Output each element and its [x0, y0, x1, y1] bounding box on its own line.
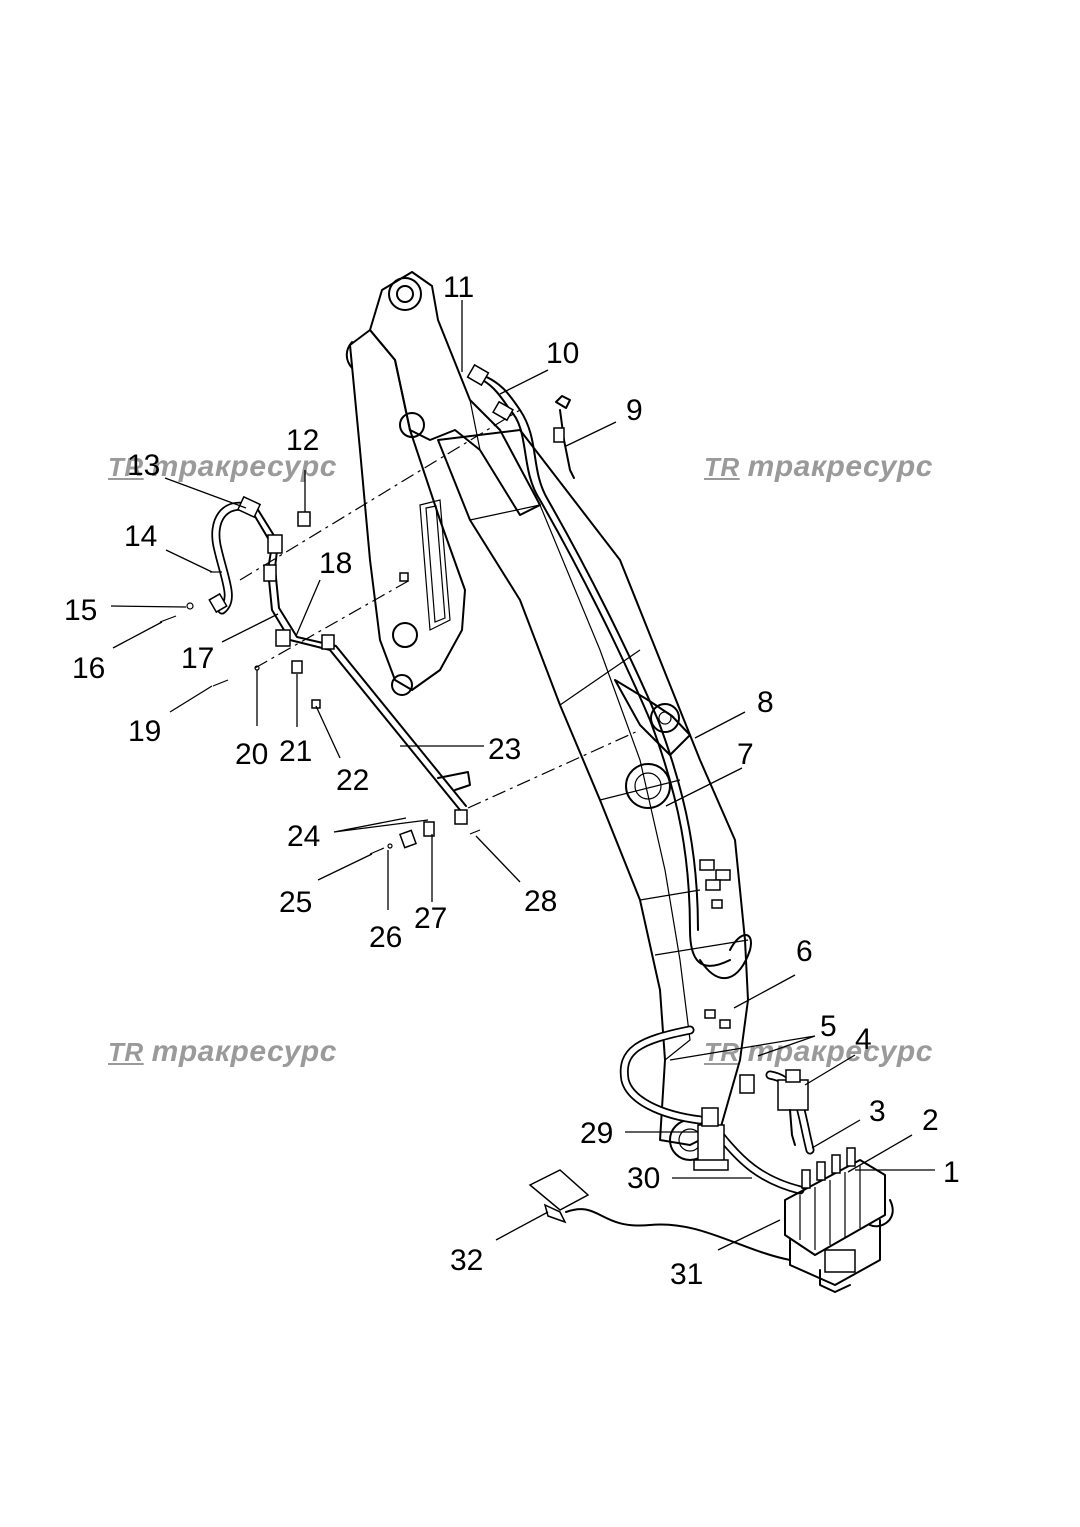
callout-28: 28 [524, 885, 557, 918]
callout-13: 13 [127, 449, 160, 482]
valve-29 [693, 1107, 729, 1171]
callout-5: 5 [820, 1010, 837, 1043]
callout-27: 27 [414, 902, 447, 935]
watermark-text: тракресурс [747, 450, 933, 483]
callout-18: 18 [319, 547, 352, 580]
callout-1: 1 [943, 1156, 960, 1189]
callout-7: 7 [737, 738, 754, 771]
callout-22: 22 [336, 764, 369, 797]
callout-2: 2 [922, 1104, 939, 1137]
fitting-9 [553, 395, 575, 479]
watermark-text: тракресурс [747, 1035, 933, 1068]
callout-24: 24 [287, 820, 320, 853]
callout-21: 21 [279, 735, 312, 768]
boom [437, 429, 755, 1161]
callout-16: 16 [72, 652, 105, 685]
callout-26: 26 [369, 921, 402, 954]
callout-30: 30 [627, 1162, 660, 1195]
watermark-logo: TR [704, 452, 740, 482]
callout-numbers: 1 2 3 4 5 6 7 8 9 10 11 12 13 14 15 16 1… [64, 271, 960, 1291]
callout-10: 10 [546, 337, 579, 370]
callout-6: 6 [796, 935, 813, 968]
callout-9: 9 [626, 394, 643, 427]
callout-29: 29 [580, 1117, 613, 1150]
callout-12: 12 [286, 424, 319, 457]
pedal-32 [528, 1169, 894, 1261]
callout-20: 20 [235, 738, 268, 771]
control-valve-block [784, 1147, 886, 1293]
callout-4: 4 [855, 1023, 872, 1056]
callout-14: 14 [124, 520, 157, 553]
callout-32: 32 [450, 1244, 483, 1277]
callout-3: 3 [869, 1095, 886, 1128]
watermark-logo: TR [108, 452, 144, 482]
arm [345, 271, 541, 696]
watermark-text: тракресурс [151, 1035, 337, 1068]
callout-25: 25 [279, 886, 312, 919]
leader-lines [110, 300, 935, 1251]
callout-15: 15 [64, 594, 97, 627]
callout-23: 23 [488, 733, 521, 766]
fitting-10 [466, 363, 514, 422]
callout-17: 17 [181, 642, 214, 675]
callout-11: 11 [443, 271, 474, 304]
callout-31: 31 [670, 1258, 703, 1291]
valve-4 [777, 1069, 809, 1146]
watermark-logo: TR [108, 1037, 144, 1067]
callout-19: 19 [128, 715, 161, 748]
callout-8: 8 [757, 686, 774, 719]
